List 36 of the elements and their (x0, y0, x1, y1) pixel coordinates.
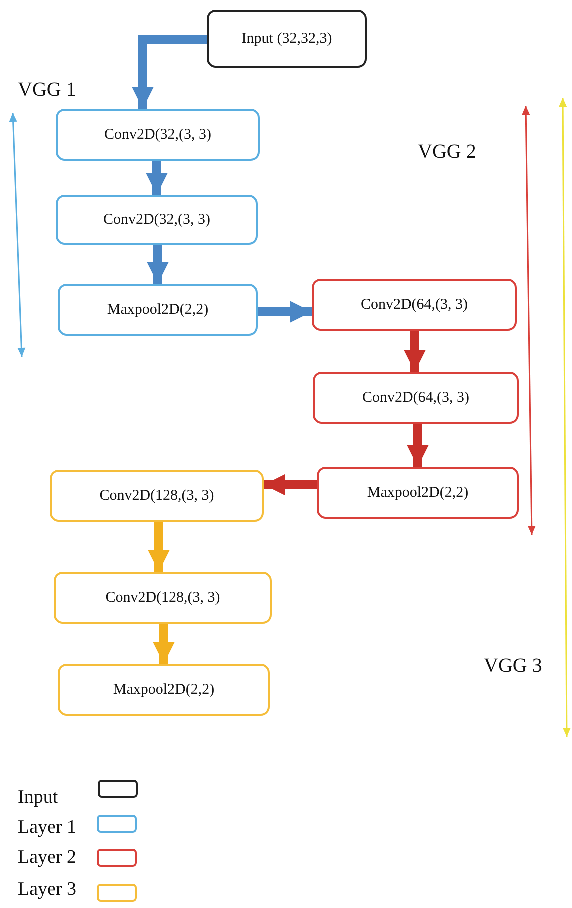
layer-box (313, 372, 519, 424)
flow-arrow (147, 245, 169, 284)
flow-arrow (146, 161, 168, 195)
layer-label: Conv2D(128,(3, 3) (106, 590, 220, 606)
layer-label: Conv2D(64,(3, 3) (360, 296, 468, 314)
layer-label: Conv2D(32,(3, 3) (103, 212, 211, 228)
layer-label: Maxpool2D(2,2) (107, 302, 209, 318)
legend-label: Layer 1 (18, 818, 77, 837)
layer-label: Maxpool2D(2,2) (113, 682, 215, 698)
flow-arrow (148, 522, 170, 572)
flow-arrow (407, 424, 429, 467)
layer-box (56, 109, 260, 161)
layer-label: Conv2D(128,(3, 3) (100, 488, 214, 504)
flow-arrow (132, 36, 207, 109)
legend-label: Layer 3 (18, 880, 77, 899)
layer-box (50, 470, 264, 522)
layer-box (317, 467, 519, 519)
layer-label: Conv2D(32,(3, 3) (104, 126, 212, 144)
layer-box (312, 279, 517, 331)
group-label: VGG 1 (18, 80, 76, 100)
flow-arrow (153, 624, 175, 664)
layer-label: Conv2D(64,(3, 3) (362, 390, 470, 406)
legend-label: Layer 2 (18, 848, 77, 867)
flow-arrow (264, 474, 317, 496)
flow-arrow (404, 331, 426, 372)
layer-label: Maxpool2D(2,2) (367, 484, 469, 502)
layer-box (56, 195, 258, 245)
layer-box (54, 572, 272, 624)
layer-box (58, 664, 270, 716)
layer-box (207, 10, 367, 68)
flow-arrow (258, 301, 312, 323)
layer-label: Input (32,32,3) (242, 30, 332, 48)
layer-box (58, 284, 258, 336)
group-label: VGG 2 (418, 142, 476, 162)
group-label: VGG 3 (484, 656, 542, 676)
legend-label: Input (18, 788, 58, 807)
